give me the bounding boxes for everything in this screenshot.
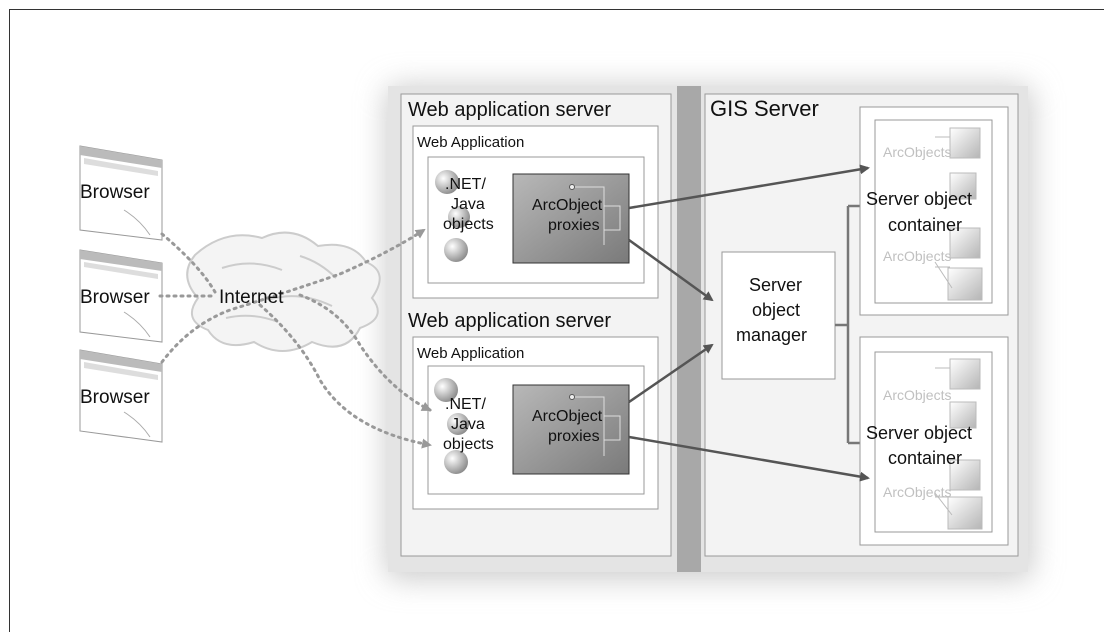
arcobjects-ghost-label: ArcObjects [883,248,952,264]
container-label-line1: Server object [866,423,973,443]
cube-links [934,136,953,289]
objects-label-line2: Java [451,196,485,213]
arcobject-cube [947,496,983,530]
objects-label-line1: .NET/ [445,176,486,193]
arcobject-cube [949,358,981,390]
object-sphere [448,206,470,228]
objects-label-line3: objects [443,436,494,453]
objects-label-line1: .NET/ [445,396,486,413]
web-application-title-1: Web Application [417,134,525,151]
arcobjects-ghost-label: ArcObjects [883,484,952,500]
object-sphere [447,413,469,435]
objects-label-line2: Java [451,416,485,433]
proxies-label-line2: proxies [548,217,600,234]
browser-window-1 [79,145,163,241]
container-label-line1: Server object [866,189,973,209]
arcobject-cube [949,127,981,159]
internet-label: Internet [219,287,284,308]
cube-links [934,367,953,516]
proxies-label-line1: ArcObject [532,197,603,214]
object-sphere [444,450,468,474]
manager-label-line1: Server [749,275,803,295]
browser-label-2: Browser [80,287,150,308]
arcobject-cube [949,227,981,259]
web-server-title-2: Web application server [408,310,612,332]
web-server-title-1: Web application server [408,99,612,121]
arcobject-cube [949,172,977,200]
container-label-line2: container [888,448,963,468]
proxy-detail-2 [572,396,621,456]
manager-label-line3: manager [736,325,808,345]
proxies-label-line1: ArcObject [532,408,603,425]
arcobject-cube [947,267,983,301]
browser-label-1: Browser [80,182,150,203]
arcobject-cube [949,401,977,429]
manager-label-line2: object [752,300,801,320]
arcobjects-ghost-label: ArcObjects [883,387,952,403]
object-sphere [435,170,459,194]
proxy-port [569,394,575,400]
object-sphere [444,238,468,262]
container-bracket [835,204,860,445]
dotted-connections [158,228,432,449]
container-label-line2: container [888,215,963,235]
gis-server-title: GIS Server [710,96,819,121]
figure-border [9,9,1104,632]
solid-arrows [628,164,870,482]
proxy-port [569,184,575,190]
web-application-title-2: Web Application [417,345,525,362]
arcobject-cube [949,459,981,491]
proxies-label-line2: proxies [548,428,600,445]
server-object-manager-box [721,251,836,380]
browser-window-2 [79,249,163,343]
object-sphere [434,378,458,402]
browser-label-3: Browser [80,387,150,408]
proxy-detail-1 [572,186,621,245]
arcobjects-ghost-label: ArcObjects [883,144,952,160]
proxies-box-2 [512,384,630,475]
server-divider [677,86,701,572]
objects-label-line3: objects [443,216,494,233]
browser-window-3 [79,349,163,443]
